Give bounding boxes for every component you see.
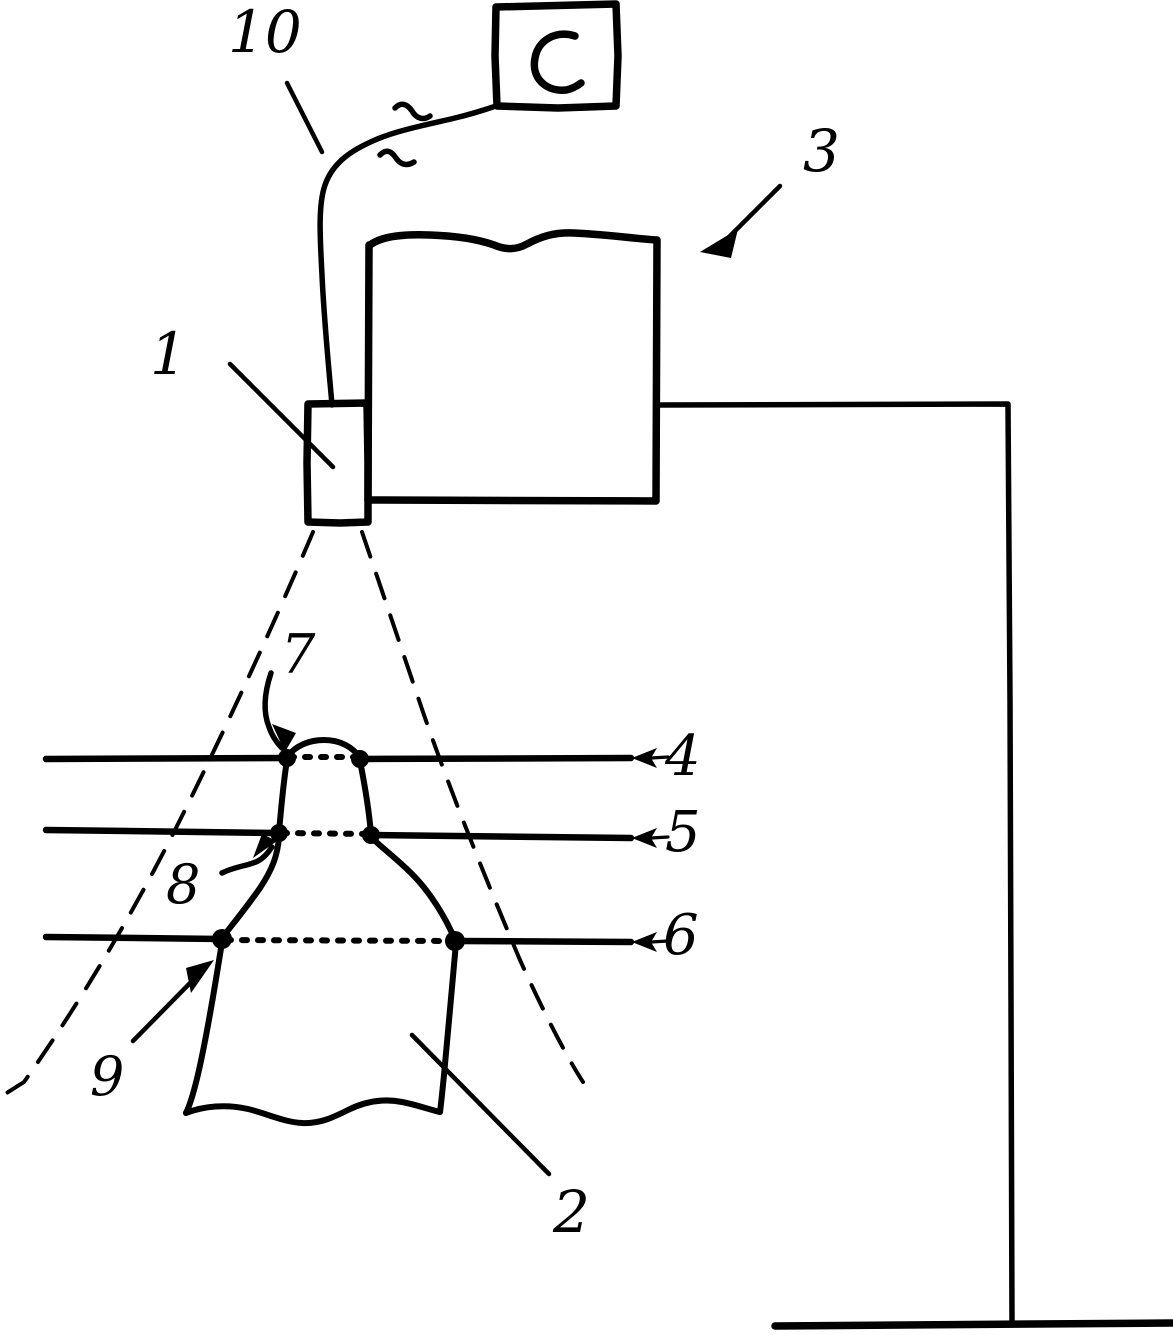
machine-body bbox=[364, 229, 661, 505]
measured-object bbox=[183, 737, 459, 1127]
ref-7-contour-point: 7 bbox=[281, 623, 316, 686]
arrowhead-ref-8 bbox=[253, 834, 277, 858]
arrowhead-line-4 bbox=[632, 748, 657, 768]
leader-ref-7 bbox=[262, 670, 296, 752]
measurement-line-5 bbox=[42, 824, 670, 848]
ref-5-measure-line: 5 bbox=[665, 800, 701, 865]
leader-ref-8 bbox=[219, 834, 277, 876]
leader-ref-10 bbox=[284, 80, 325, 155]
controller-unit bbox=[491, 0, 622, 112]
support-arm bbox=[654, 401, 1015, 1325]
leader-ref-9 bbox=[130, 960, 214, 1044]
signal-cable bbox=[317, 101, 496, 408]
arrowhead-line-5 bbox=[632, 828, 657, 848]
arrowhead-line-6 bbox=[632, 932, 657, 952]
measurement-line-6 bbox=[42, 929, 670, 952]
ground-line bbox=[771, 1319, 1173, 1330]
sensor-head bbox=[303, 399, 372, 527]
ref-8-edge-point: 8 bbox=[166, 853, 201, 916]
arrowhead-ref-7 bbox=[272, 724, 296, 752]
arrowhead-ref-9 bbox=[186, 960, 214, 993]
ref-3-machine: 3 bbox=[803, 117, 840, 185]
ref-9-edge-point: 9 bbox=[90, 1045, 125, 1108]
leader-ref-3 bbox=[700, 183, 783, 258]
leader-ref-2 bbox=[409, 1032, 552, 1177]
ref-1-sensor: 1 bbox=[150, 320, 187, 388]
arrowhead-ref-3 bbox=[700, 229, 738, 258]
ref-2-object: 2 bbox=[553, 1178, 590, 1246]
ref-10-cable: 10 bbox=[228, 0, 302, 66]
ref-4-measure-line: 4 bbox=[665, 724, 701, 789]
light-cone bbox=[0, 530, 585, 1098]
ref-6-measure-line: 6 bbox=[663, 903, 699, 968]
leader-ref-1 bbox=[227, 361, 336, 470]
